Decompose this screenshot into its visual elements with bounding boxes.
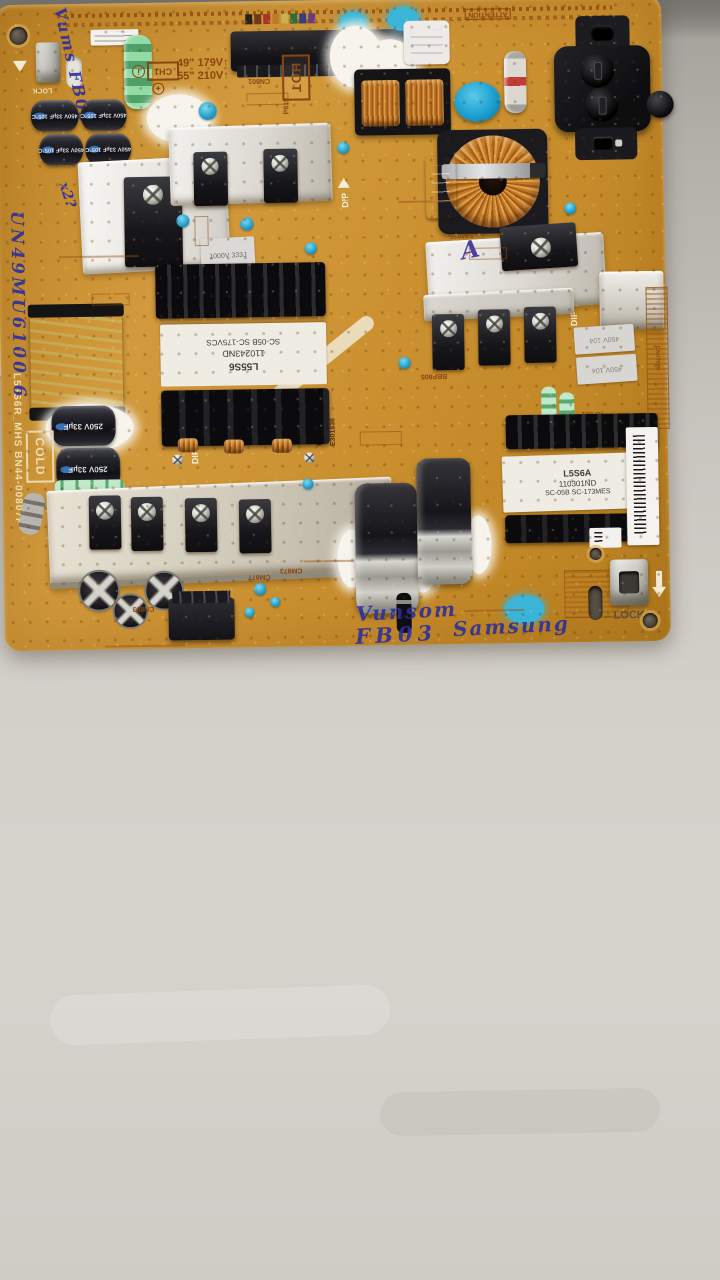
capacitor-topview <box>79 571 119 611</box>
transistor-to220 <box>477 309 511 366</box>
transistor-to220 <box>184 497 218 553</box>
lock-top-label: LOCK <box>32 86 53 94</box>
table-streak <box>379 1087 661 1137</box>
silkscreen-outline <box>246 92 289 106</box>
mounting-hole <box>9 26 28 46</box>
silkscreen-outline <box>194 215 209 247</box>
caution-text-block: CAUTION <box>645 286 670 430</box>
cm877-label: CM877 <box>247 573 271 581</box>
ceramic-cap-blue <box>564 202 577 215</box>
pcb-board: ATTENTION LOCK Vums FB03 CN801 i CH1 + 4… <box>0 0 674 652</box>
bbp805-label: BBP805 <box>420 372 448 380</box>
electrolytic-cap-large <box>416 457 473 585</box>
film-capacitor-450v: 450V 104 <box>573 323 636 355</box>
cn801-label: CN801 <box>248 76 271 85</box>
barcode-sticker <box>625 426 660 546</box>
ceramic-cap-blue <box>337 141 350 154</box>
trace <box>105 644 186 648</box>
cm873-label: CM873 <box>279 566 303 574</box>
main-transformer: L55S6 110243ND SC-05B SC-175VCS <box>151 260 334 466</box>
arrow-down-silkscreen <box>12 60 28 72</box>
mounting-hole <box>642 612 658 629</box>
handwriting-x2: x2? <box>55 180 79 211</box>
power-ic <box>499 222 579 272</box>
transistor-to220 <box>130 496 164 552</box>
capacitor-450v: 450V 33µF 105°C <box>30 99 79 132</box>
transistor-to220 <box>431 313 465 371</box>
x2-film-cap-blue <box>425 156 457 219</box>
metal-clip <box>35 42 61 83</box>
inlet-pin <box>646 90 674 119</box>
silkscreen-outline <box>91 293 130 306</box>
color-code-swatches <box>245 13 316 25</box>
ceramic-cap-blue <box>398 356 411 369</box>
table-streak <box>49 984 391 1046</box>
transistor-to220 <box>238 498 272 554</box>
ch1-box: CH1 <box>146 61 180 81</box>
sticker-small <box>589 527 622 548</box>
mounting-hole <box>589 547 602 560</box>
green-transformer <box>27 303 126 421</box>
ac-inlet <box>545 15 674 161</box>
line-filter-choke <box>354 68 452 136</box>
handwriting-left-vertical: UN49MU6100 6 <box>6 210 30 400</box>
ceramic-cap-blue <box>304 242 317 255</box>
plus-circle: + <box>152 82 165 95</box>
ceramic-cap-blue <box>176 214 190 228</box>
ceramic-cap-blue <box>240 217 254 231</box>
dip-marker: DIP <box>337 177 353 208</box>
silkscreen-outline <box>468 247 508 260</box>
arrow-down-silkscreen <box>652 570 667 598</box>
silkscreen-outline <box>359 430 402 446</box>
ceramic-cap-blue <box>254 583 267 596</box>
capacitor-450v: 450V 33µF 105°C <box>38 133 84 166</box>
transistor-to220 <box>523 306 557 363</box>
connector-cn803 <box>168 590 235 641</box>
panel-size-text: 49" 179V↑ 55" 210V↑ <box>176 56 229 83</box>
cold-label: COLD <box>25 430 55 483</box>
transistor-to220 <box>263 148 299 204</box>
ceramic-cap-blue <box>198 101 217 121</box>
handwriting-bottom: Vunsom FB03 Samsung <box>354 596 571 650</box>
film-capacitor-white <box>403 20 450 65</box>
capacitor-250v: 250V 33µF <box>51 405 116 447</box>
disc-capacitor-blue <box>454 81 501 123</box>
ceramic-cap-blue <box>244 607 255 618</box>
cable-tie-bar <box>441 162 546 180</box>
metal-clip <box>609 559 649 606</box>
fuse <box>503 50 527 114</box>
transistor-to220 <box>88 495 122 550</box>
ceramic-cap-blue <box>270 596 281 608</box>
cn803-label: CN803 <box>132 604 155 613</box>
attention-label: ATTENTION <box>465 8 511 20</box>
capacitor-450v: 450V 33µF 105°C <box>80 99 127 131</box>
film-capacitor-450v: 450V 104 <box>575 353 638 385</box>
ceramic-cap-blue <box>302 478 314 490</box>
transistor-to220 <box>193 151 229 207</box>
